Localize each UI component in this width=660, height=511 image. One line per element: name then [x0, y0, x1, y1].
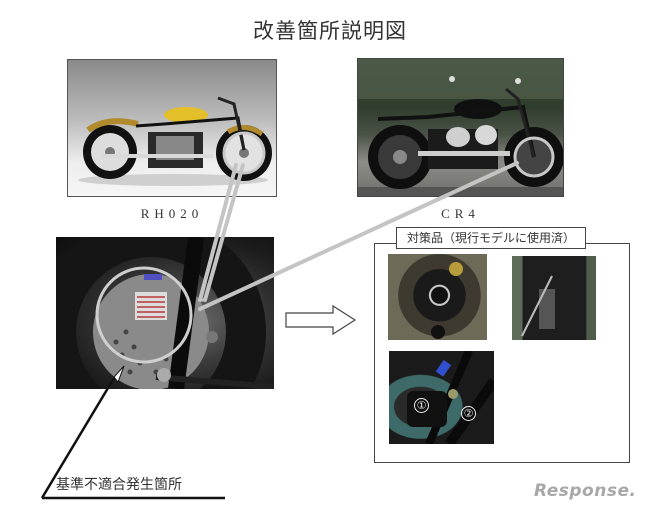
- motorcycle-illustration-cr4: [358, 59, 563, 196]
- photo-cr4: [357, 58, 564, 197]
- caption-rh020: RH020: [140, 206, 204, 221]
- photo-brake-closeup: [56, 237, 274, 389]
- brake-closeup-illustration: [56, 237, 274, 389]
- nonconformity-location-label: 基準不適合発生箇所: [56, 477, 182, 493]
- countermeasure-photo-caliper-side: [512, 256, 596, 340]
- marker-1: ①: [414, 398, 429, 413]
- countermeasure-photo-caliper-front: [388, 254, 487, 340]
- marker-2: ②: [461, 406, 476, 421]
- motorcycle-illustration-rh020: [78, 96, 272, 186]
- countermeasure-label: 対策品（現行モデルに使用済）: [396, 227, 587, 249]
- right-arrow-icon: [285, 305, 357, 335]
- page-title: 改善箇所説明図: [253, 19, 407, 43]
- photo-rh020: [67, 59, 277, 197]
- response-watermark-logo: Response.: [534, 481, 637, 501]
- countermeasure-photo-caliper-installed: ① ②: [389, 351, 494, 444]
- caption-cr4: CR4: [441, 206, 480, 221]
